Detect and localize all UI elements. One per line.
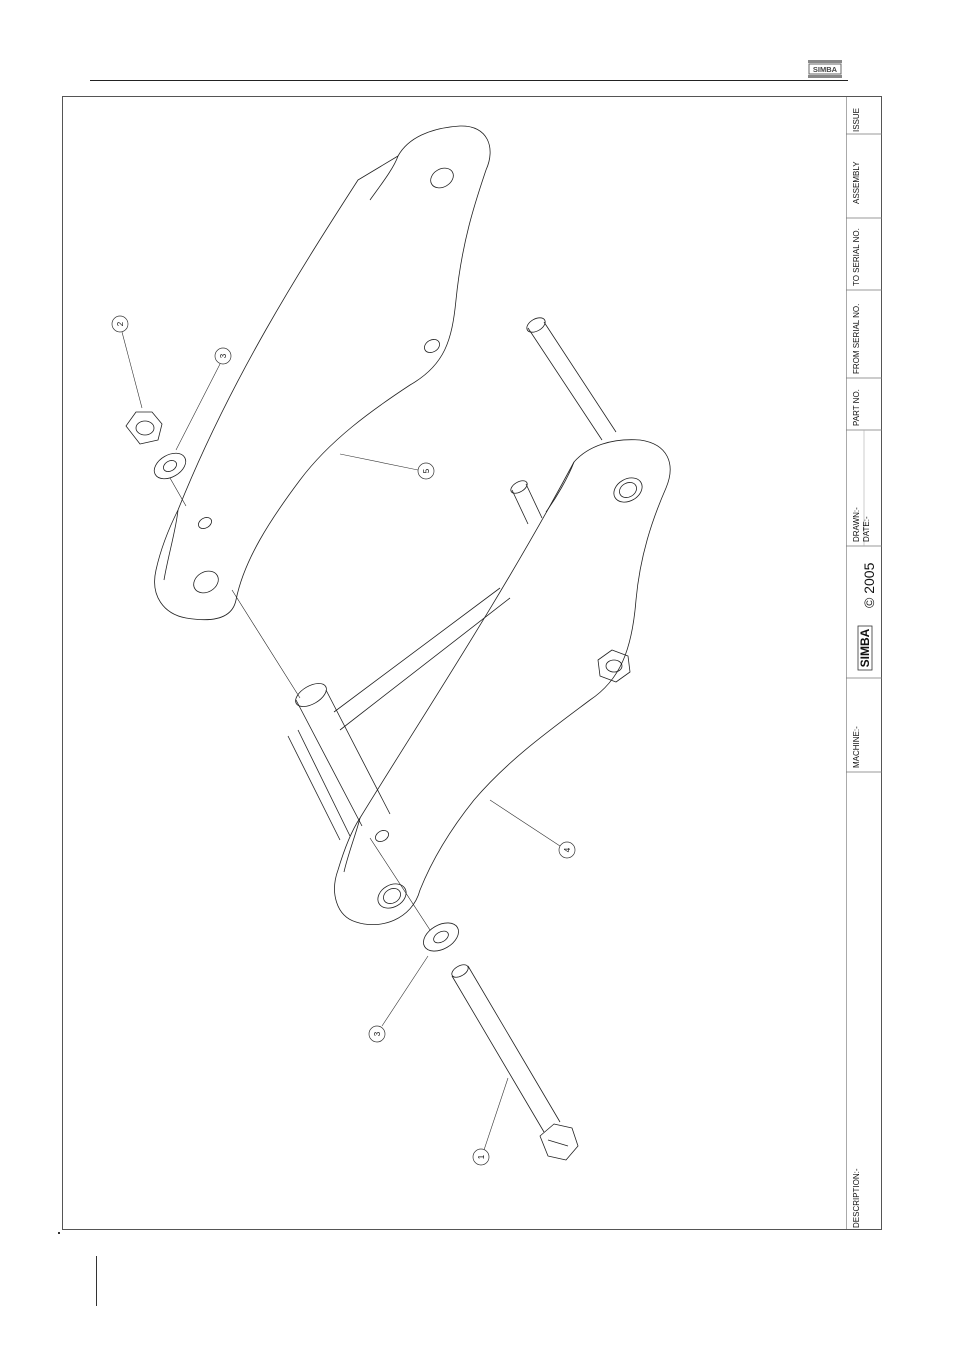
nut [126,412,162,444]
callout-2-label: 2 [116,321,125,326]
cross-tube [296,690,390,826]
footer-rule [96,1256,97,1306]
upper-link-arm [155,126,491,620]
bolt-hex-head [540,1124,578,1160]
long-bolt [452,966,560,1132]
rear-pin [528,322,616,440]
callout-4-label: 4 [563,847,572,852]
washer-upper [150,448,190,484]
callout-3-lower-label: 3 [373,1031,382,1036]
page-mark [58,1232,60,1234]
lower-link-arm [335,440,671,925]
callout-1-label: 1 [477,1154,486,1159]
callout-3-upper-label: 3 [219,353,228,358]
callout-5-label: 5 [422,468,431,473]
